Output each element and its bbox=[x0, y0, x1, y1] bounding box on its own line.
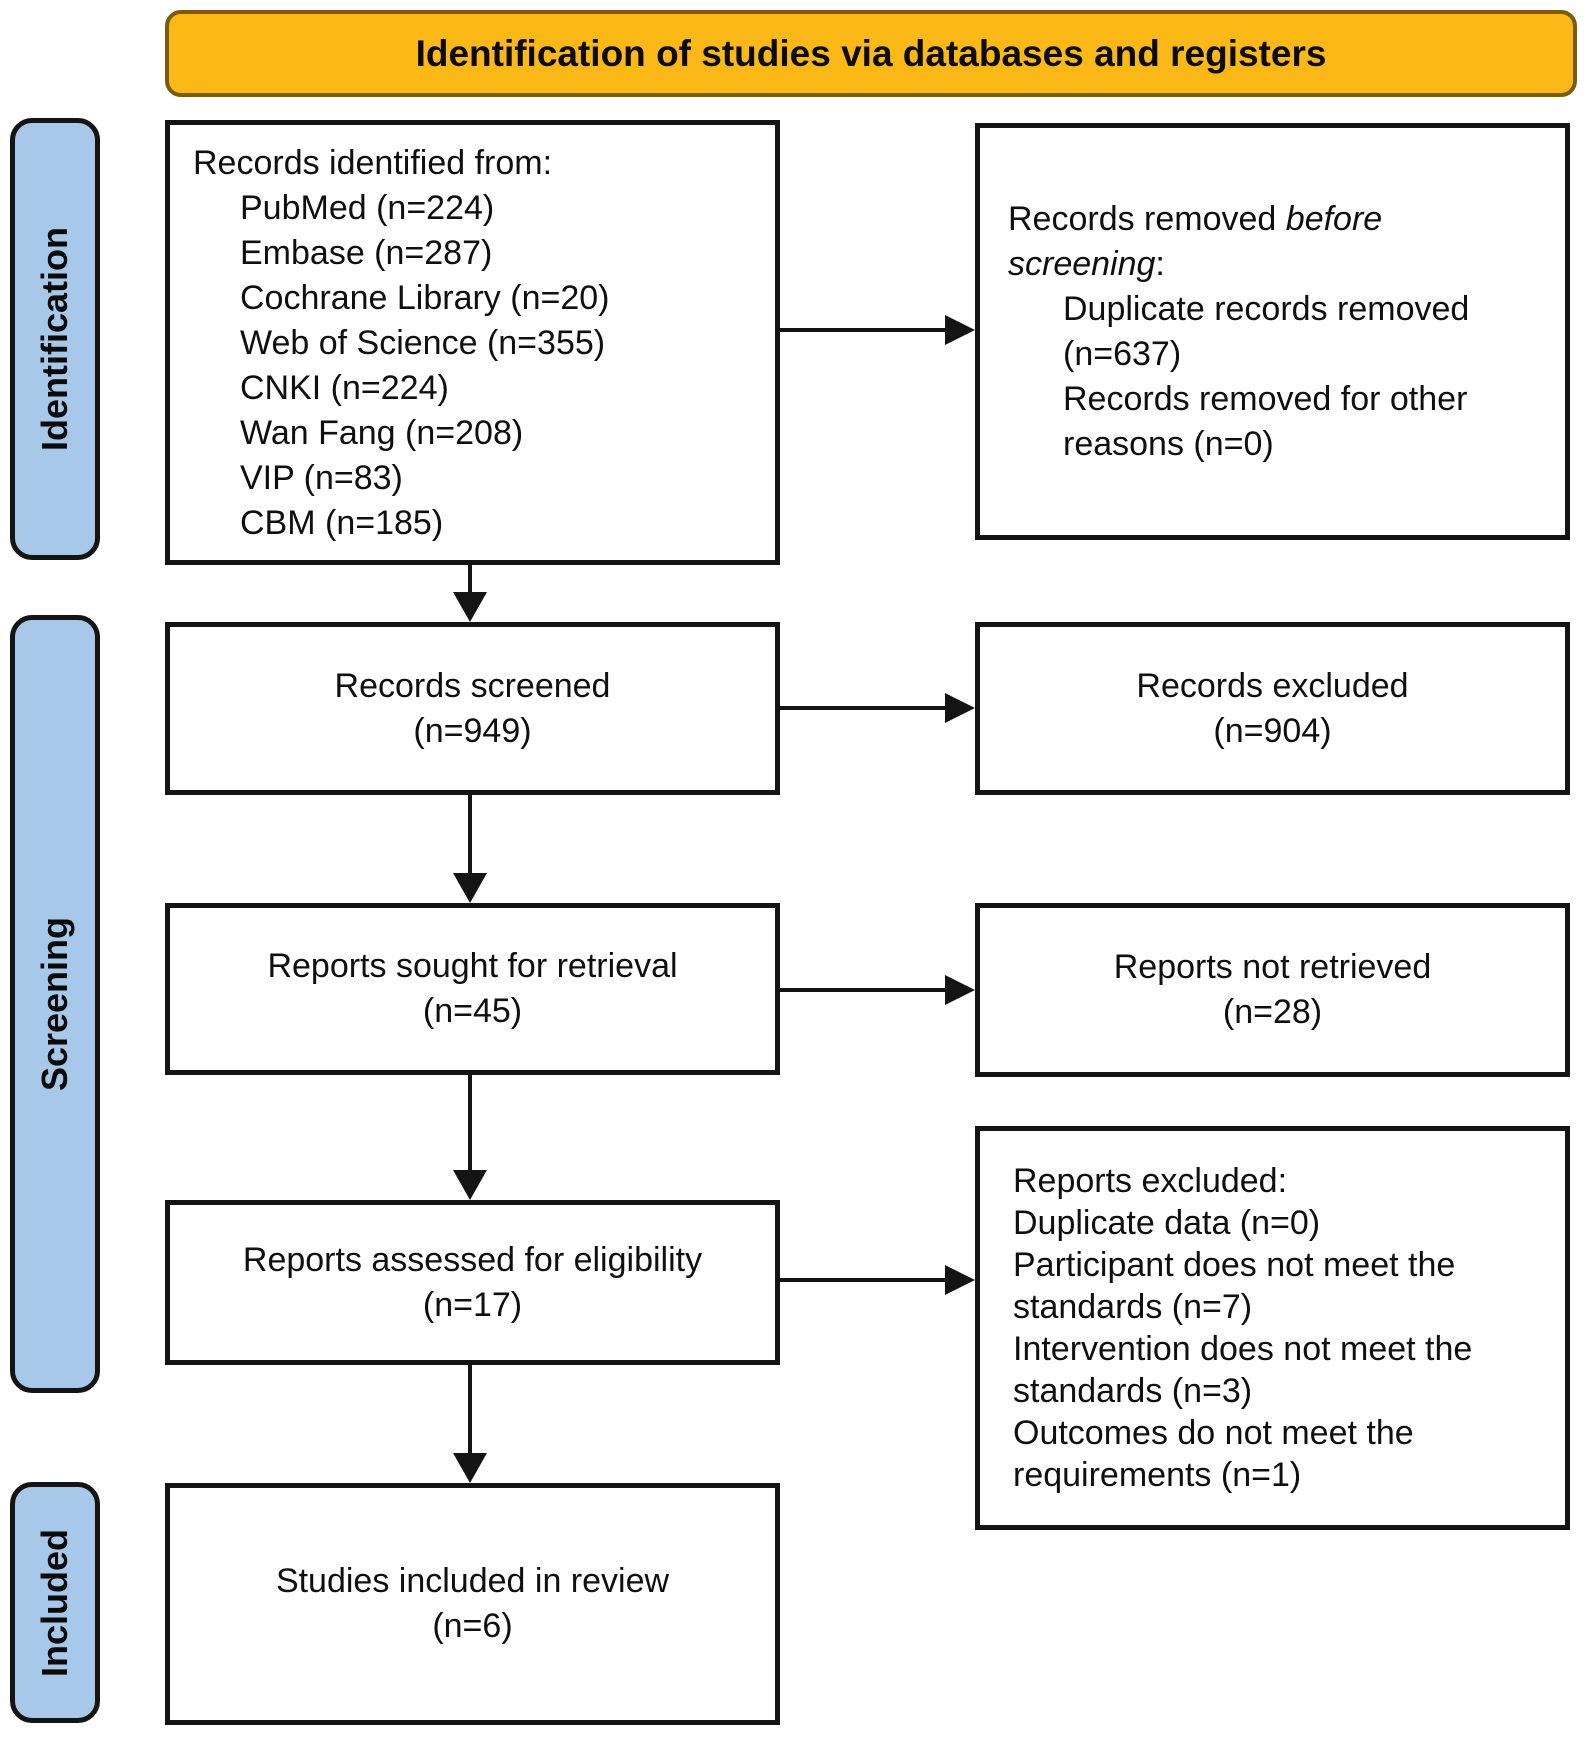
arrow-line bbox=[780, 706, 948, 710]
records-identified-title: Records identified from: bbox=[193, 144, 553, 182]
arrow-line bbox=[468, 795, 472, 877]
records-removed-title-line2: screening: bbox=[1008, 242, 1549, 287]
box-reports-not-retrieved: Reports not retrieved (n=28) bbox=[975, 903, 1570, 1077]
records-removed-title-line1: Records removed before bbox=[1008, 197, 1549, 242]
arrowhead-down-icon bbox=[453, 592, 487, 622]
records-excluded-count: (n=904) bbox=[1213, 711, 1332, 750]
records-removed-title-normal: Records removed bbox=[1008, 199, 1286, 238]
records-removed-title-italic: before bbox=[1285, 199, 1383, 238]
database-item: Embase (n=287) bbox=[240, 234, 493, 272]
box-reports-sought: Reports sought for retrieval (n=45) bbox=[165, 903, 780, 1075]
studies-included-label: Studies included in review bbox=[275, 1562, 670, 1600]
box-studies-included: Studies included in review (n=6) bbox=[165, 1483, 780, 1725]
box-records-excluded: Records excluded (n=904) bbox=[975, 622, 1570, 795]
studies-included-count: (n=6) bbox=[432, 1607, 513, 1645]
box-records-screened: Records screened (n=949) bbox=[165, 622, 780, 795]
arrowhead-right-icon bbox=[945, 1265, 975, 1295]
header-title: Identification of studies via databases … bbox=[415, 32, 1327, 74]
box-reports-assessed: Reports assessed for eligibility (n=17) bbox=[165, 1200, 780, 1365]
excluded-reason-item: Intervention does not meet the standards… bbox=[1013, 1330, 1473, 1410]
records-screened-count: (n=949) bbox=[413, 711, 532, 750]
reports-sought-label: Reports sought for retrieval bbox=[267, 947, 678, 985]
stage-label-identification-text: Identification bbox=[34, 227, 75, 451]
removed-reason-item: Records removed for other reasons (n=0) bbox=[1063, 379, 1468, 463]
excluded-reason-item: Duplicate data (n=0) bbox=[1013, 1204, 1321, 1242]
database-item: VIP (n=83) bbox=[240, 459, 403, 497]
arrowhead-right-icon bbox=[945, 693, 975, 723]
arrow-line bbox=[780, 1278, 948, 1282]
box-records-removed: Records removed before screening: Duplic… bbox=[975, 123, 1570, 540]
stage-label-included: Included bbox=[10, 1482, 100, 1723]
stage-label-identification: Identification bbox=[10, 118, 100, 560]
reports-not-retrieved-label: Reports not retrieved bbox=[1113, 948, 1432, 986]
arrow-line bbox=[780, 328, 948, 332]
excluded-reason-item: Participant does not meet the standards … bbox=[1013, 1246, 1456, 1326]
arrow-line bbox=[468, 1075, 472, 1174]
records-excluded-label: Records excluded bbox=[1136, 666, 1409, 705]
excluded-reason-item: Outcomes do not meet the requirements (n… bbox=[1013, 1414, 1414, 1494]
box-reports-excluded: Reports excluded: Duplicate data (n=0) P… bbox=[975, 1126, 1570, 1530]
arrowhead-down-icon bbox=[453, 1453, 487, 1483]
arrowhead-right-icon bbox=[945, 315, 975, 345]
arrow-line bbox=[468, 565, 472, 597]
database-item: Web of Science (n=355) bbox=[240, 324, 606, 362]
stage-label-screening: Screening bbox=[10, 615, 100, 1393]
database-item: PubMed (n=224) bbox=[240, 189, 495, 227]
reports-excluded-title: Reports excluded: bbox=[1013, 1162, 1288, 1200]
stage-label-included-text: Included bbox=[34, 1528, 76, 1677]
arrowhead-right-icon bbox=[945, 975, 975, 1005]
database-item: Cochrane Library (n=20) bbox=[240, 279, 610, 317]
database-item: CNKI (n=224) bbox=[240, 369, 449, 407]
arrow-line bbox=[468, 1365, 472, 1457]
records-removed-title-italic2: screening bbox=[1008, 244, 1156, 283]
reports-sought-count: (n=45) bbox=[422, 992, 523, 1030]
records-screened-label: Records screened bbox=[334, 666, 611, 705]
reports-assessed-label: Reports assessed for eligibility bbox=[242, 1240, 703, 1279]
stage-label-screening-text: Screening bbox=[34, 916, 75, 1092]
database-item: Wan Fang (n=208) bbox=[240, 414, 524, 452]
arrow-line bbox=[780, 988, 948, 992]
box-records-identified: Records identified from: PubMed (n=224) … bbox=[165, 120, 780, 565]
header-banner: Identification of studies via databases … bbox=[165, 10, 1577, 97]
arrowhead-down-icon bbox=[453, 873, 487, 903]
reports-assessed-count: (n=17) bbox=[422, 1285, 523, 1324]
database-item: CBM (n=185) bbox=[240, 504, 444, 542]
records-removed-title-colon: : bbox=[1155, 244, 1165, 283]
arrowhead-down-icon bbox=[453, 1170, 487, 1200]
reports-not-retrieved-count: (n=28) bbox=[1222, 993, 1323, 1031]
removed-reason-item: Duplicate records removed (n=637) bbox=[1063, 289, 1470, 373]
